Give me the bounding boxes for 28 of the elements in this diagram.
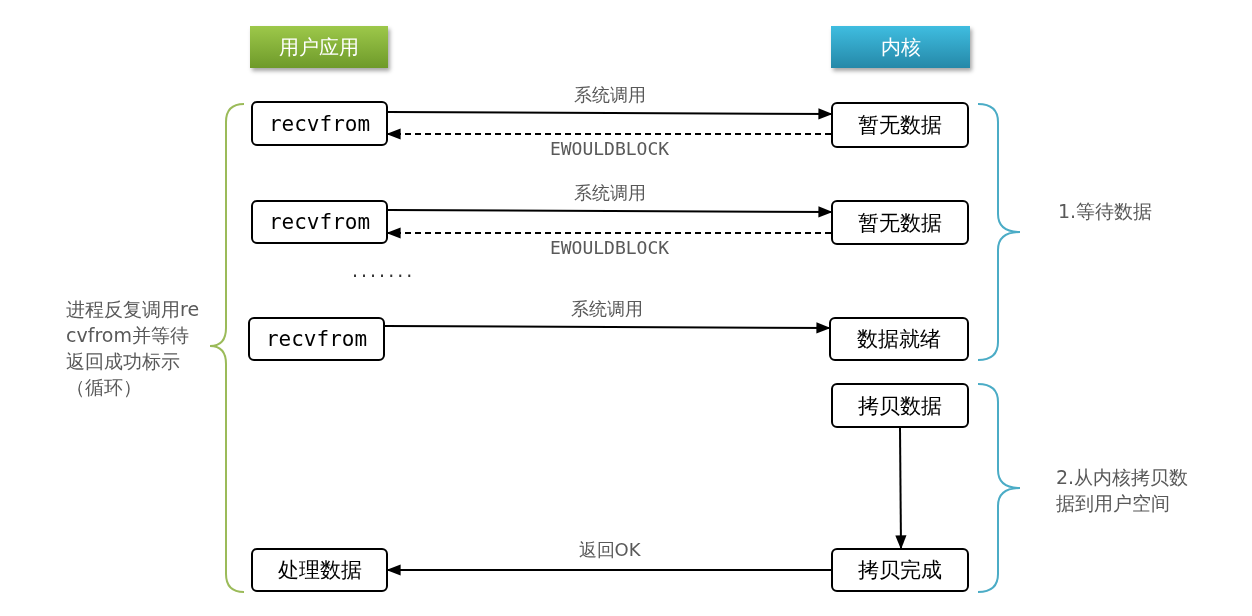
arrow xyxy=(895,427,907,550)
ellipsis-dots: ······· xyxy=(352,265,416,287)
edge-label: 系统调用 xyxy=(573,181,646,205)
arrow xyxy=(386,128,832,140)
arrow xyxy=(386,564,832,576)
process-box: recvfrom xyxy=(251,101,388,146)
note-text: 进程反复调用recvfrom并等待返回成功标示（循环） xyxy=(66,297,201,400)
process-box: recvfrom xyxy=(248,317,385,361)
edge-label: 系统调用 xyxy=(571,297,643,321)
process-box: 拷贝数据 xyxy=(831,383,969,428)
arrow xyxy=(384,322,831,334)
process-box: 暂无数据 xyxy=(831,102,969,148)
process-box: recvfrom xyxy=(251,200,388,244)
process-box: 处理数据 xyxy=(251,548,388,592)
edge-label: 系统调用 xyxy=(573,83,646,107)
column-header: 内核 xyxy=(831,26,970,68)
column-header: 用户应用 xyxy=(250,26,388,68)
process-box: 数据就绪 xyxy=(829,317,969,361)
process-box: 拷贝完成 xyxy=(831,548,969,592)
arrow xyxy=(386,227,832,239)
edge-label: EWOULDBLOCK xyxy=(549,237,670,258)
edge-label: 返回OK xyxy=(578,538,641,562)
note-text: 1.等待数据 xyxy=(1058,199,1153,224)
arrow xyxy=(387,206,833,218)
note-text: 2.从内核拷贝数据到用户空间 xyxy=(1056,465,1190,516)
edge-label: EWOULDBLOCK xyxy=(549,138,670,159)
arrow xyxy=(387,108,833,120)
process-box: 暂无数据 xyxy=(831,200,969,245)
